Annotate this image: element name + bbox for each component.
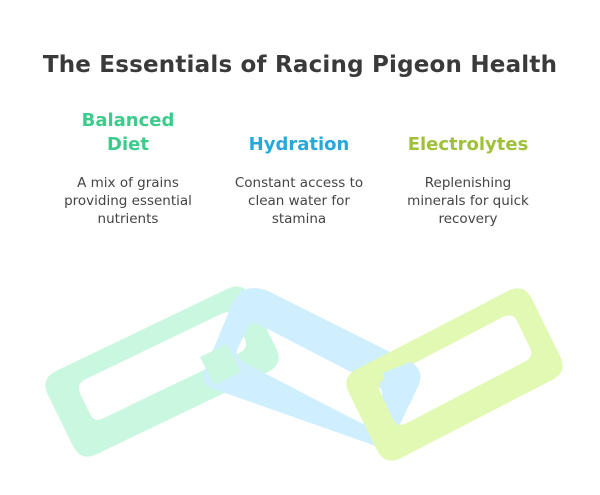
page-title: The Essentials of Racing Pigeon Health [42,52,558,78]
column-heading: Balanced Diet [43,109,213,157]
description-line: clean water for [248,193,350,209]
column-balanced-diet: Balanced Diet A mix of grains providing … [43,109,213,228]
heading-line: Balanced [81,110,175,131]
description-line: stamina [271,211,327,227]
description-line: Replenishing [424,175,512,191]
column-electrolytes: Electrolytes Replenishing minerals for q… [383,109,553,228]
heading-line: Electrolytes [407,134,529,155]
column-hydration: Hydration Constant access to clean water… [214,109,384,228]
column-description: Replenishing minerals for quick recovery [383,174,553,228]
column-description: Constant access to clean water for stami… [214,174,384,228]
column-heading: Electrolytes [383,109,553,157]
description-line: Constant access to [234,175,364,191]
heading-line: Hydration [248,134,350,155]
description-line: recovery [438,211,498,227]
description-line: nutrients [97,211,159,227]
column-heading: Hydration [214,109,384,157]
chain-link-middle-overlap [383,362,421,404]
chain-link-left-overlap [200,344,241,385]
description-line: minerals for quick [407,193,529,209]
chain-link-right [346,288,563,461]
column-description: A mix of grains providing essential nutr… [43,174,213,228]
description-line: providing essential [64,193,192,209]
column-heading-text: Balanced Diet [82,109,175,157]
heading-line: Diet [107,134,149,155]
description-line: A mix of grains [77,175,179,191]
